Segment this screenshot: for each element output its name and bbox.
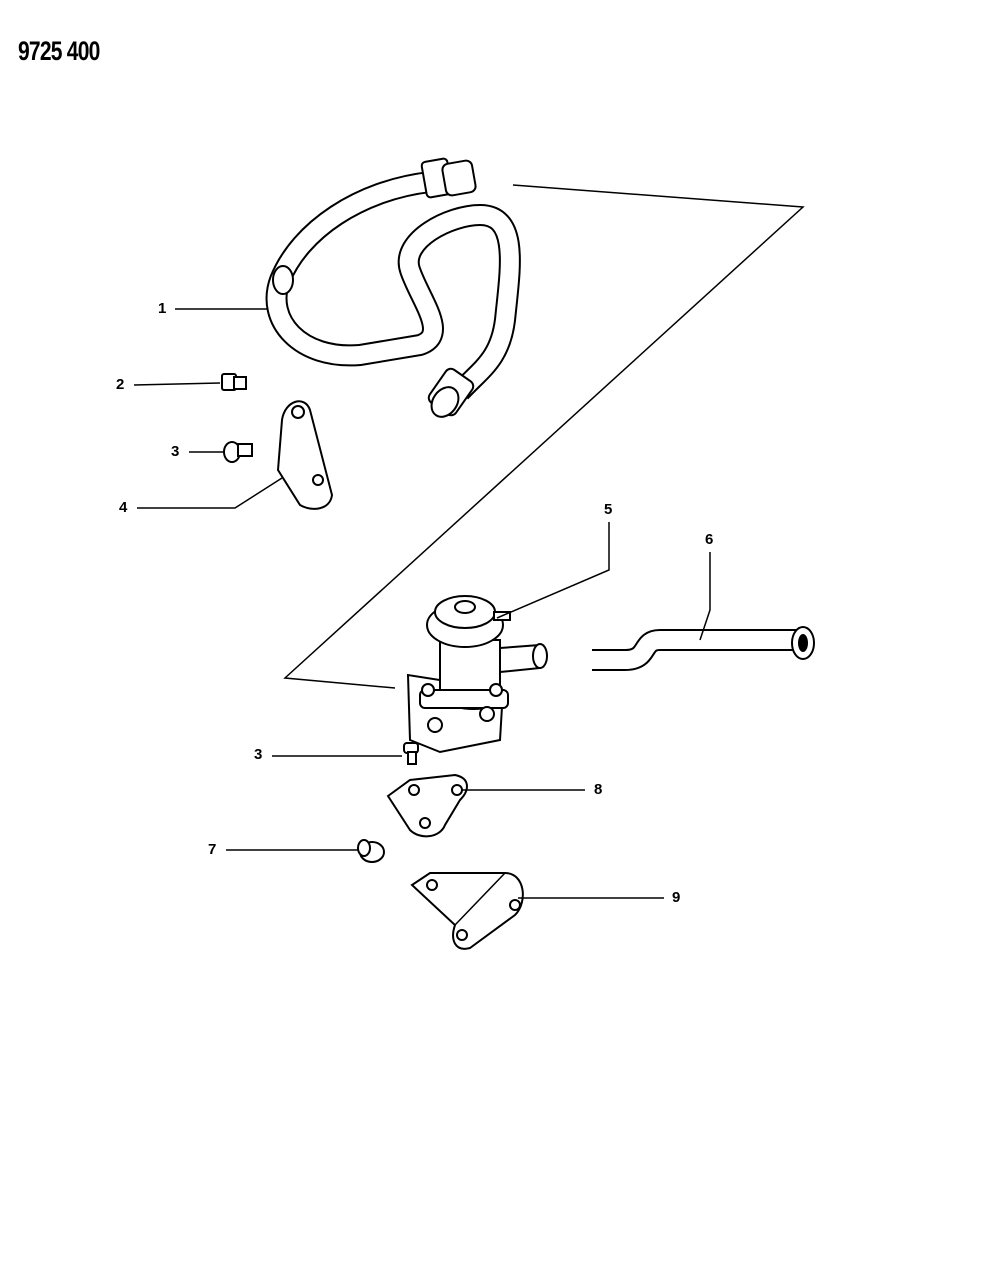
callout-8: 8 xyxy=(594,781,603,798)
callout-7: 7 xyxy=(208,841,217,858)
leader-lines xyxy=(133,308,711,899)
callout-6: 6 xyxy=(705,531,714,548)
part-1-hose[interactable] xyxy=(265,157,521,422)
callout-9: 9 xyxy=(672,889,681,906)
part-2-bolt[interactable] xyxy=(221,373,247,391)
callout-1: 1 xyxy=(158,300,167,317)
assembly-outline-lines xyxy=(283,184,805,689)
part-3-bolt-upper[interactable] xyxy=(223,441,253,463)
part-7-nut[interactable] xyxy=(357,839,385,863)
part-9-bracket[interactable] xyxy=(410,872,524,950)
part-5-valve[interactable] xyxy=(406,595,548,754)
callout-5: 5 xyxy=(604,501,613,518)
callout-3-upper: 3 xyxy=(171,443,180,460)
callout-2: 2 xyxy=(116,376,125,393)
diagram-number: 9725 400 xyxy=(18,36,100,66)
part-3-bolt-lower[interactable] xyxy=(403,742,419,765)
callout-4: 4 xyxy=(119,499,128,516)
part-6-hose[interactable] xyxy=(592,626,815,671)
callout-3-lower: 3 xyxy=(254,746,263,763)
part-4-bracket[interactable] xyxy=(276,400,334,510)
part-8-plate[interactable] xyxy=(386,773,468,838)
